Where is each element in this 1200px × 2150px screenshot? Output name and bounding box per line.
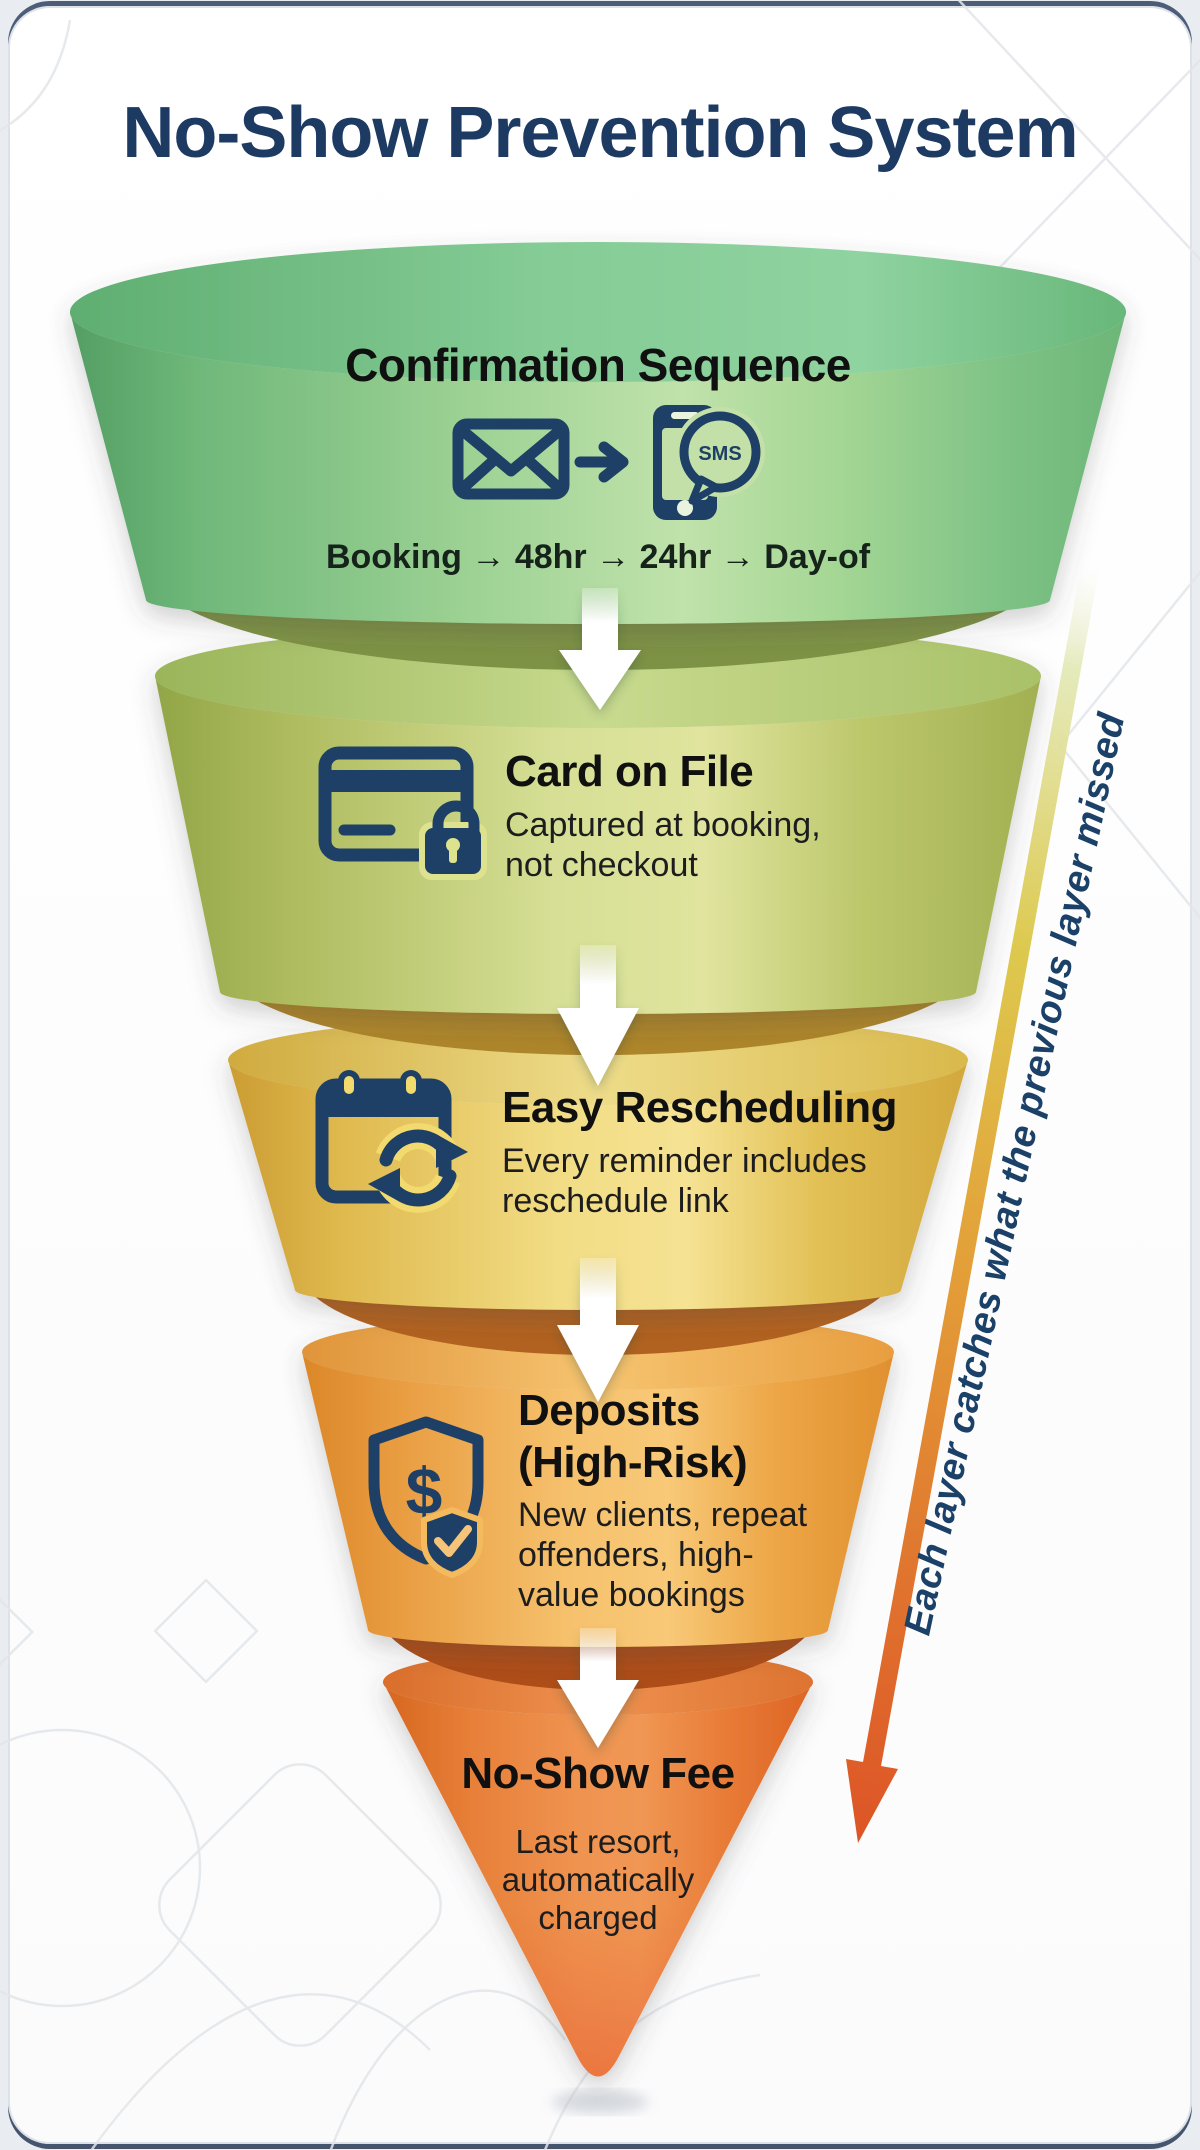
layer3-title: Easy Rescheduling <box>502 1083 897 1132</box>
flow-arrow-3 <box>557 1258 639 1402</box>
layer4-text-block: Deposits (High-Risk) New clients, repeat… <box>518 1385 938 1615</box>
page-title: No-Show Prevention System <box>122 93 1078 173</box>
email-icon <box>452 418 570 500</box>
layer2-title: Card on File <box>505 747 754 796</box>
layer4-subtitle: New clients, repeat offenders, high- val… <box>518 1496 808 1614</box>
flow-arrow-1 <box>559 588 641 710</box>
layer5-title: No-Show Fee <box>461 1749 735 1798</box>
layer2-text-block: Card on File Captured at booking, not ch… <box>505 746 985 885</box>
sms-phone-icon: SMS <box>653 405 765 520</box>
layer3-text-block: Easy Rescheduling Every reminder include… <box>502 1082 982 1221</box>
flow-arrows <box>557 588 641 1748</box>
funnel-tip-shadow <box>552 2090 648 2114</box>
flow-arrow-4 <box>557 1628 639 1748</box>
calendar-reschedule-icon <box>315 1070 468 1213</box>
layer2-subtitle: Captured at booking, not checkout <box>505 805 821 884</box>
layer4-title: Deposits (High-Risk) <box>518 1386 748 1487</box>
arrow-right-icon <box>574 441 629 483</box>
layer5-subtitle: Last resort, automatically charged <box>501 1822 695 1936</box>
layer5-text-block: No-Show Fee Last resort, automatically c… <box>398 1748 798 1937</box>
side-gradient-arrow <box>846 566 1099 1843</box>
shield-dollar-check-icon: $ <box>368 1416 484 1578</box>
sms-badge-label: SMS <box>698 443 741 465</box>
layer3-subtitle: Every reminder includes reschedule link <box>502 1141 867 1220</box>
flow-arrow-2 <box>557 945 639 1086</box>
credit-card-lock-icon <box>318 746 487 880</box>
layer1-timeline: Booking → 48hr → 24hr → Day-of <box>325 538 871 576</box>
layer1-title: Confirmation Sequence <box>345 339 851 391</box>
funnel-layer-confirmation <box>70 242 1126 624</box>
